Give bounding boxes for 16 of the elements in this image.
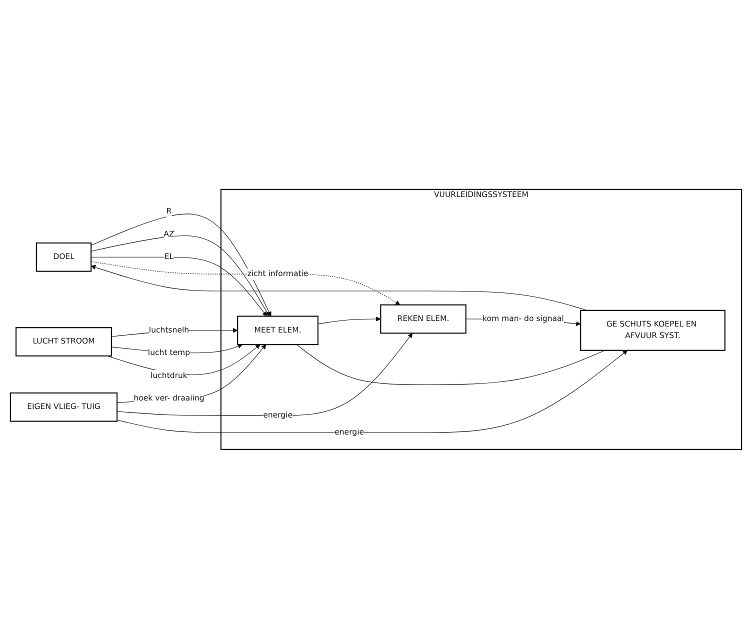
- arrow: [116, 350, 628, 432]
- arrow: [90, 260, 400, 305]
- connector: [296, 344, 606, 384]
- arrow: [90, 256, 268, 316]
- arrow: [318, 316, 381, 324]
- node-box: [10, 392, 118, 422]
- node-box: [580, 309, 726, 350]
- node-box: [380, 304, 466, 334]
- arrow: [116, 332, 413, 416]
- node-box: [36, 242, 92, 272]
- arrow: [90, 213, 272, 316]
- node-box: [237, 315, 318, 345]
- cluster: [220, 188, 742, 450]
- arrow: [90, 235, 270, 316]
- arrow: [116, 344, 266, 403]
- node-box: [15, 326, 112, 356]
